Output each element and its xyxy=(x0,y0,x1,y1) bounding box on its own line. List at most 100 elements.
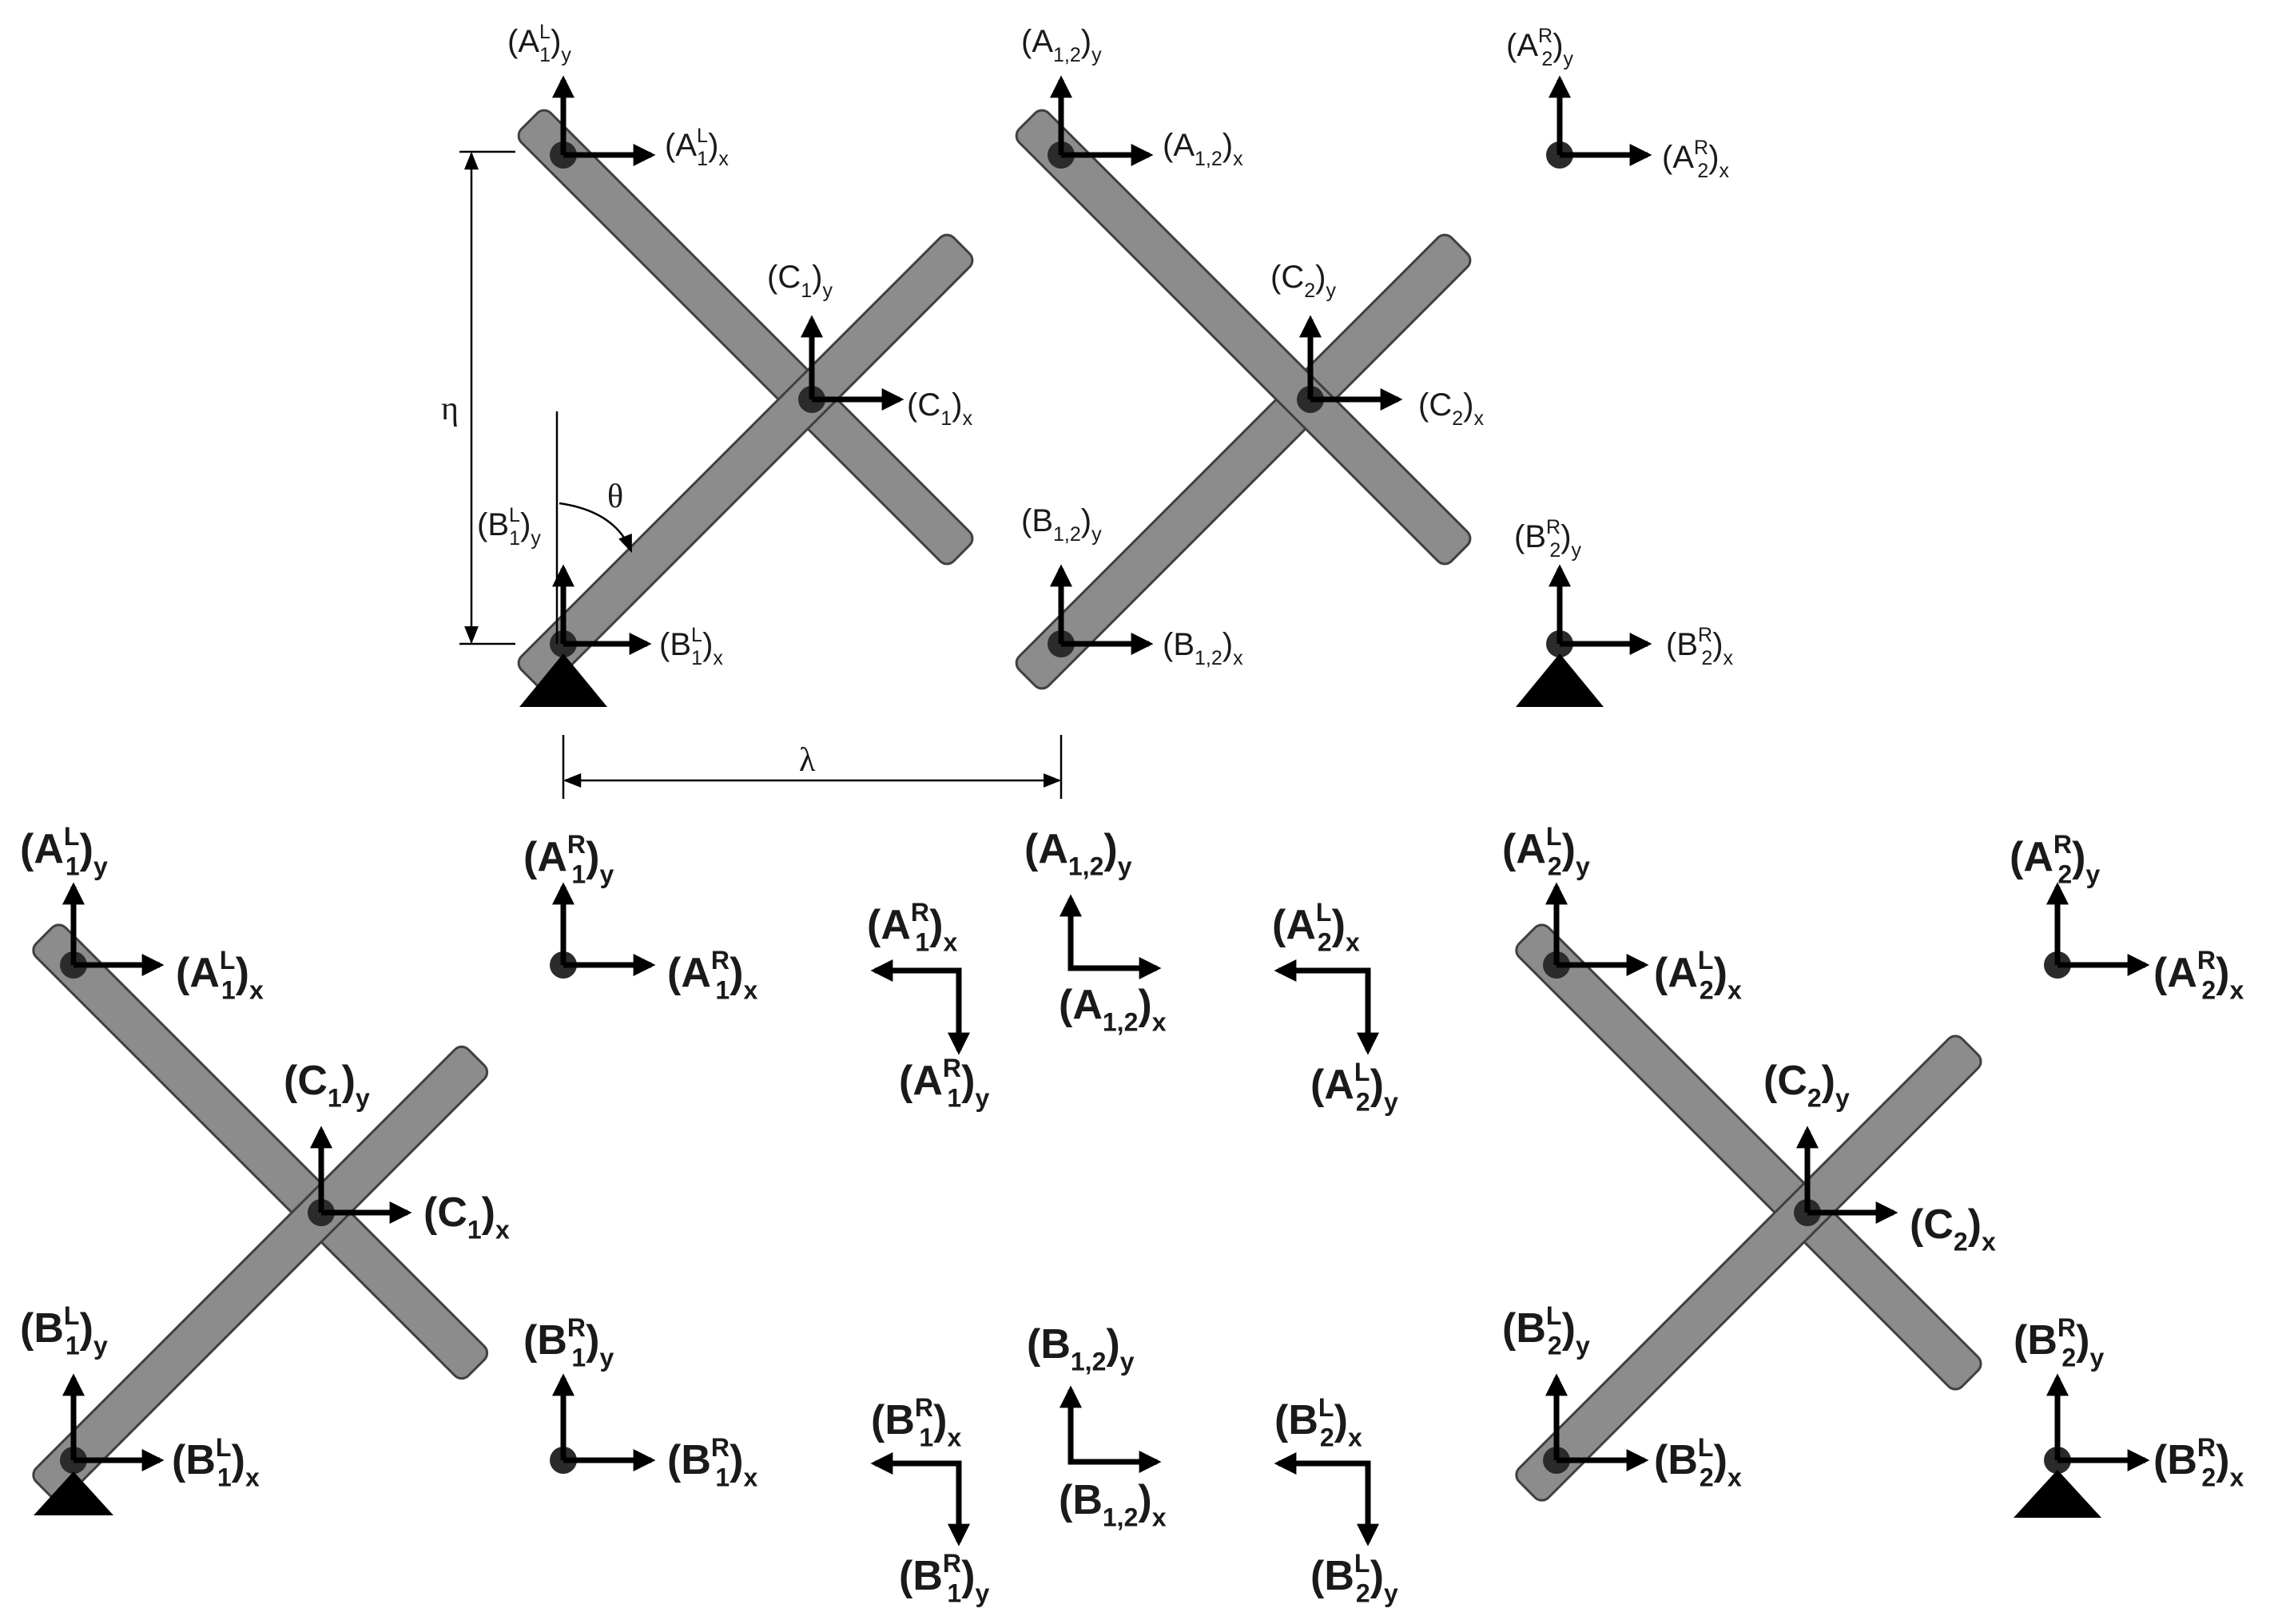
label-base: (A xyxy=(867,902,911,948)
label-base: (A xyxy=(1024,826,1068,872)
label-close: ) xyxy=(1562,1305,1576,1352)
label-superscript: L xyxy=(1546,822,1562,851)
label-subscript: 1 xyxy=(221,976,236,1005)
arrow-mid-bl2 xyxy=(1274,1452,1379,1547)
label-base: (B xyxy=(1027,1321,1071,1368)
label-base: (A xyxy=(507,24,539,59)
label-subscript: 1 xyxy=(328,1084,342,1113)
label-close: ) xyxy=(1106,1321,1119,1368)
label-subscript: 1,2 xyxy=(1195,148,1223,170)
label-superscript: R xyxy=(1538,25,1552,47)
label-close: ) xyxy=(1708,140,1719,175)
arrow-mid-ar1 xyxy=(870,959,970,1055)
label-superscript: R xyxy=(2057,1313,2076,1342)
label-base: (A xyxy=(523,834,567,880)
label-subscript: 2 xyxy=(1356,1088,1370,1117)
label-c2-x: (C2)x xyxy=(1418,387,1484,430)
label-direction: x xyxy=(1727,976,1742,1005)
label-base: (C xyxy=(1763,1058,1807,1104)
label-direction: y xyxy=(1384,1579,1398,1608)
label-superscript: L xyxy=(1546,1301,1562,1330)
theta-arc xyxy=(559,502,633,554)
bar-left-ascending xyxy=(32,1045,489,1502)
label-direction: x xyxy=(1727,1463,1742,1492)
label-base: (B xyxy=(871,1397,915,1443)
arrow-mid-br1 xyxy=(870,1452,970,1547)
label-base: (A xyxy=(1662,140,1694,175)
label-b12-y: (B1,2)y xyxy=(1021,503,1102,546)
label-close: ) xyxy=(2076,1317,2089,1364)
eta-symbol: η xyxy=(441,391,459,427)
label-superscript: L xyxy=(1698,1433,1714,1462)
support-right-br2 xyxy=(2014,1470,2101,1518)
label-close: ) xyxy=(342,1058,356,1104)
top-bars xyxy=(517,109,1472,690)
label-base: (B xyxy=(1021,503,1053,538)
bar-left-descending xyxy=(32,923,489,1380)
support-br2 xyxy=(1516,653,1604,707)
label-direction: y xyxy=(976,1084,990,1113)
label-subscript: 2 xyxy=(1541,48,1552,70)
label-direction: y xyxy=(1091,523,1102,546)
label-subscript: 1 xyxy=(940,407,952,430)
label-base: (A xyxy=(899,1058,943,1104)
label-c1-y: (C1)y xyxy=(767,260,833,302)
label-superscript: L xyxy=(697,125,708,147)
label-subscript: 1 xyxy=(919,1423,933,1452)
label-close: ) xyxy=(812,260,822,295)
label-close: ) xyxy=(1370,1553,1384,1599)
label-direction: y xyxy=(2090,1344,2105,1372)
label-base: (B xyxy=(899,1553,943,1599)
label-base: (A xyxy=(1310,1062,1354,1108)
label-direction: y xyxy=(1835,1084,1850,1113)
label-superscript: L xyxy=(509,504,520,526)
label-direction: x xyxy=(1982,1228,1996,1257)
label-base: (C xyxy=(907,387,940,423)
label-subscript: 2 xyxy=(1548,1332,1562,1360)
label-direction: x xyxy=(1348,1423,1362,1452)
arrow-mid-a12 xyxy=(1060,894,1162,979)
label-subscript: 2 xyxy=(1700,1463,1714,1492)
label-close: ) xyxy=(1552,28,1563,63)
label-subscript: 1,2 xyxy=(1195,647,1223,669)
label-close: ) xyxy=(551,24,561,59)
label-base: (C xyxy=(423,1189,467,1236)
label-direction: y xyxy=(1326,280,1336,302)
label-direction: x xyxy=(2230,976,2244,1005)
label-superscript: R xyxy=(943,1054,961,1082)
label-subscript: 1 xyxy=(539,44,551,66)
label-direction: y xyxy=(1564,48,1574,70)
label-base: (A xyxy=(1654,950,1698,996)
label-close: ) xyxy=(2072,834,2085,880)
label-base: (B xyxy=(1310,1553,1354,1599)
label-subscript: 2 xyxy=(1954,1228,1968,1257)
label-subscript: 2 xyxy=(1549,539,1560,562)
label-direction: y xyxy=(561,44,571,66)
label-base: (A xyxy=(1506,28,1538,63)
label-base: (B xyxy=(1059,1477,1103,1523)
label-subscript: 1 xyxy=(217,1463,232,1492)
label-close: ) xyxy=(1138,982,1151,1028)
bar-right-descending xyxy=(1515,923,1982,1391)
label-right-c2-x: (C2)x xyxy=(1910,1201,1996,1257)
label-subscript: 1 xyxy=(947,1084,961,1113)
label-close: ) xyxy=(1081,503,1091,538)
label-subscript: 2 xyxy=(1700,976,1714,1005)
label-close: ) xyxy=(232,1437,245,1483)
label-superscript: R xyxy=(2197,1433,2216,1462)
